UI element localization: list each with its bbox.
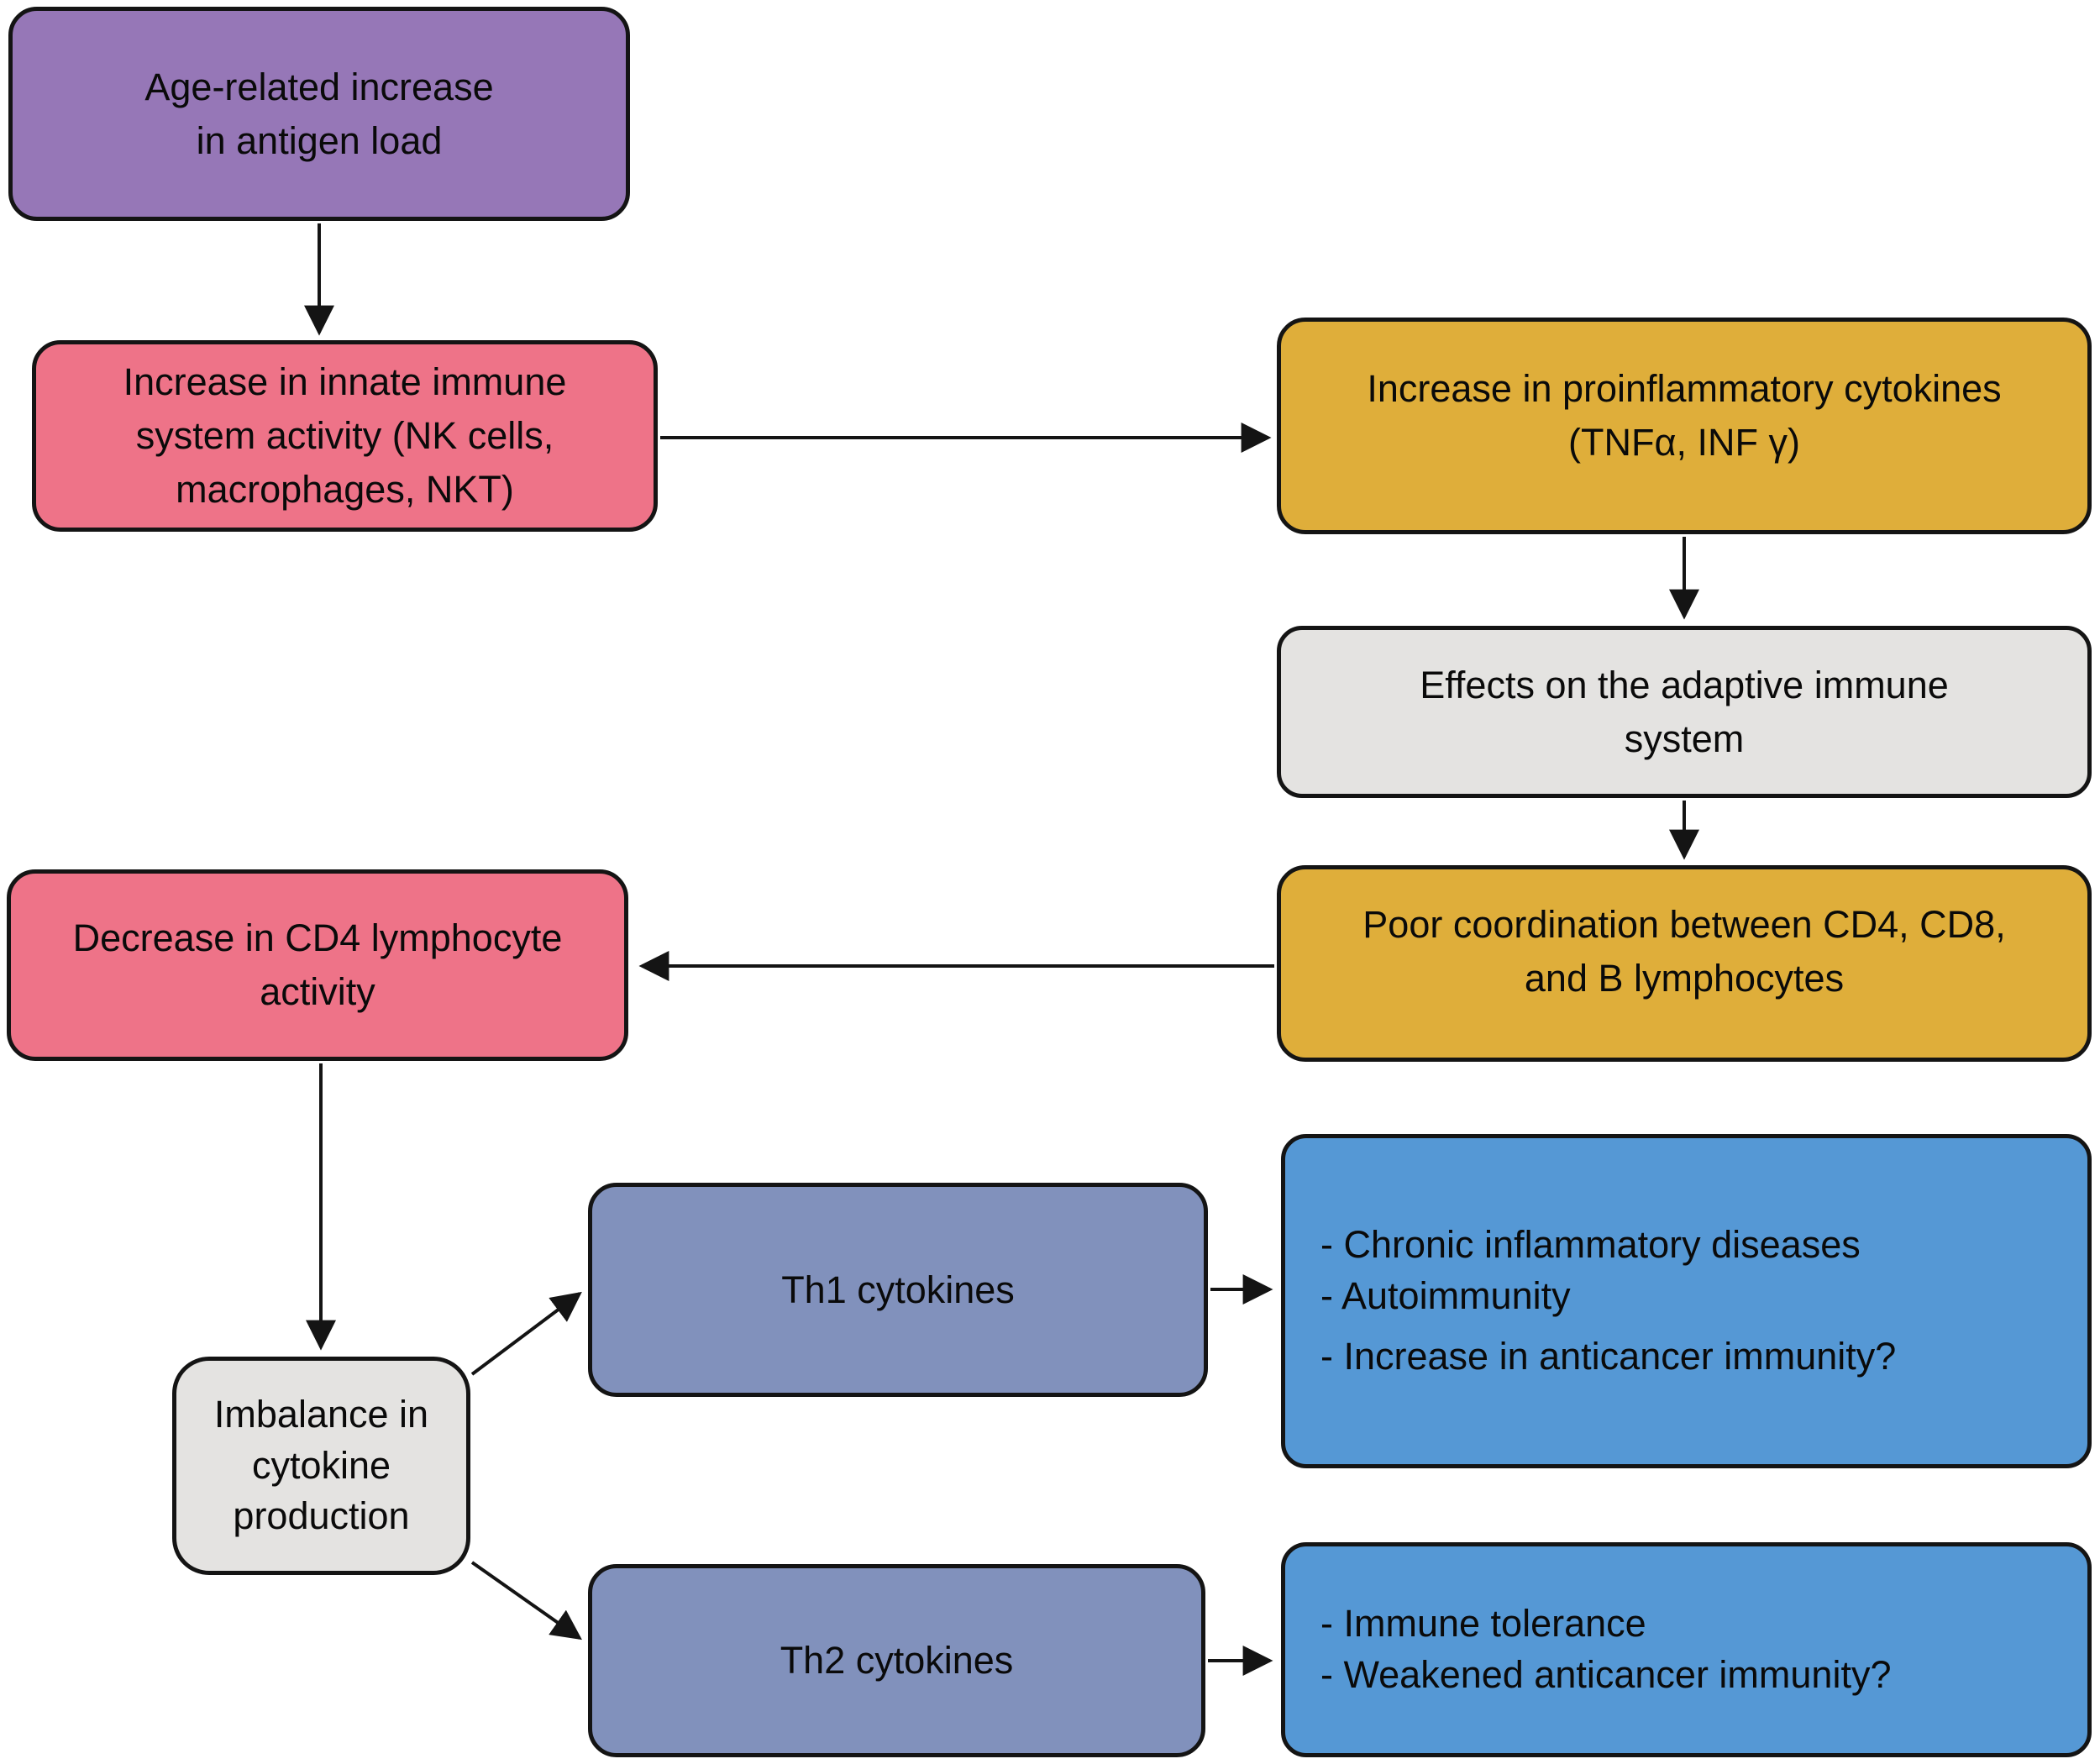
node-innate-immune-activity: Increase in innate immune system activit… xyxy=(32,340,658,532)
outcome-item: - Increase in anticancer immunity? xyxy=(1320,1335,1897,1378)
node-label: Imbalance in cytokine production xyxy=(213,1392,429,1538)
arrow-imbalance-to-th2 xyxy=(470,1561,582,1641)
node-proinflammatory-cytokines: Increase in proinflammatory cytokines (T… xyxy=(1277,318,2092,534)
outcome-item: - Autoimmunity xyxy=(1320,1273,1571,1317)
node-poor-coordination: Poor coordination between CD4, CD8, and … xyxy=(1277,865,2092,1062)
node-label: Th2 cytokines xyxy=(780,1639,1014,1683)
outcome-item: - Chronic inflammatory diseases xyxy=(1320,1222,1861,1266)
node-label: Decrease in CD4 lymphocyte activity xyxy=(72,916,563,1013)
node-th2-outcomes: - Immune tolerance - Weakened anticancer… xyxy=(1281,1542,2092,1757)
node-th1-outcomes: - Chronic inflammatory diseases - Autoim… xyxy=(1281,1134,2092,1468)
node-label: Th1 cytokines xyxy=(781,1268,1015,1311)
node-label: Increase in innate immune system activit… xyxy=(123,360,567,511)
outcome-item: - Weakened anticancer immunity? xyxy=(1320,1653,1892,1696)
node-cytokine-imbalance: Imbalance in cytokine production xyxy=(172,1357,470,1575)
arrow-imbalance-to-th1 xyxy=(470,1291,582,1376)
node-th2-cytokines: Th2 cytokines xyxy=(588,1564,1205,1757)
node-adaptive-immune-effects: Effects on the adaptive immune system xyxy=(1277,626,2092,798)
outcome-item: - Immune tolerance xyxy=(1320,1602,1646,1646)
node-label: Age-related increase in antigen load xyxy=(144,65,494,162)
node-age-related-antigen-load: Age-related increase in antigen load xyxy=(8,7,630,221)
node-label: Poor coordination between CD4, CD8, and … xyxy=(1362,903,2006,1000)
node-label: Increase in proinflammatory cytokines (T… xyxy=(1367,367,2002,464)
node-th1-cytokines: Th1 cytokines xyxy=(588,1183,1208,1397)
node-label: Effects on the adaptive immune system xyxy=(1420,663,1949,760)
node-cd4-decrease: Decrease in CD4 lymphocyte activity xyxy=(7,869,628,1061)
